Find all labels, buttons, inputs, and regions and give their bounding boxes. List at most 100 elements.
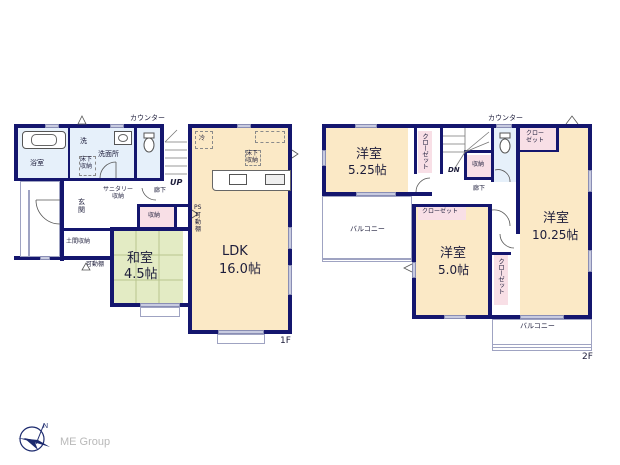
room-ldk <box>192 127 289 331</box>
balcony-left <box>322 196 412 260</box>
room-washitsu <box>113 230 183 305</box>
label-ps-shelf: 可動棚 <box>195 212 202 233</box>
label-dn: DN <box>448 166 460 174</box>
balcony-right-rail <box>492 344 592 348</box>
wall <box>440 124 443 174</box>
underfloor-storage-space <box>245 150 261 166</box>
window <box>45 124 59 128</box>
label-entrance: 玄関 <box>78 198 85 215</box>
stairs-icon <box>443 128 491 169</box>
label-underfloor-storage: 床下収納 <box>80 156 93 170</box>
closet-v1 <box>418 131 432 173</box>
label-sanitary-storage: サニタリー収納 <box>103 186 134 200</box>
wall <box>556 124 559 152</box>
bay-window <box>217 334 265 344</box>
balcony-left-rail <box>322 258 412 262</box>
wall <box>14 124 164 128</box>
label-ldk-size: 16.0帖 <box>219 262 261 277</box>
window <box>322 150 326 166</box>
wall <box>412 204 416 318</box>
label-ldk-name: LDK <box>222 244 248 259</box>
north-compass-icon: N <box>10 414 50 452</box>
bay-window <box>140 307 180 317</box>
label-room1-name: 洋室 <box>356 147 383 162</box>
label-washroom: 洗面所 <box>98 150 119 158</box>
balcony-right <box>492 319 592 351</box>
wall <box>412 204 492 207</box>
window <box>444 315 466 319</box>
label-fridge: 冷 <box>199 135 206 142</box>
wall <box>412 315 592 319</box>
window <box>520 315 564 319</box>
wall <box>488 204 492 318</box>
closet-v2 <box>494 255 508 305</box>
label-hall-2f: 廊下 <box>473 185 486 192</box>
wall <box>464 150 467 180</box>
window <box>356 192 396 196</box>
tatami-lines <box>113 230 183 305</box>
label-bath: 浴室 <box>30 159 44 167</box>
room-western-2 <box>416 207 490 315</box>
wall <box>60 181 64 261</box>
label-room2-name: 洋室 <box>440 246 467 261</box>
bathtub-icon <box>22 131 66 149</box>
window <box>496 124 512 128</box>
counter-label-2f: カウンター <box>488 114 523 122</box>
room-storage-2f <box>467 155 491 179</box>
label-room2-size: 5.0帖 <box>438 263 470 277</box>
floor-label-1f: 1F <box>280 336 291 346</box>
label-earth-storage: 土間収納 <box>66 238 91 245</box>
porch-inner <box>28 190 30 256</box>
wall <box>60 228 110 231</box>
wall <box>516 124 520 234</box>
wall <box>464 177 494 180</box>
label-washitsu-size: 4.5帖 <box>124 267 158 282</box>
kitchen-sink-icon <box>229 174 247 185</box>
stairs-icon <box>164 129 187 182</box>
wall <box>14 256 114 260</box>
fridge-space <box>195 131 213 149</box>
logo-text: ME Group <box>60 436 111 448</box>
wall <box>491 252 511 255</box>
label-room3-name: 洋室 <box>543 211 570 226</box>
window <box>237 124 251 128</box>
label-underfloor-storage-2: 床下収納 <box>246 150 259 164</box>
wall <box>14 124 18 181</box>
toilet-icon <box>143 132 155 153</box>
window <box>412 262 416 278</box>
underfloor-storage-space <box>79 156 96 176</box>
window <box>288 227 292 249</box>
window <box>588 170 592 192</box>
label-balcony-right: バルコニー <box>520 322 555 330</box>
label-closet-top: クローゼット <box>526 130 545 144</box>
window <box>40 256 50 260</box>
label-storage-2f: 収納 <box>472 161 485 168</box>
label-wash: 洗 <box>80 137 87 145</box>
wall <box>491 124 494 182</box>
wall <box>160 124 164 181</box>
wall <box>110 227 192 231</box>
window <box>355 124 377 128</box>
closet-top-inner <box>520 127 558 151</box>
room-storage-1f <box>140 207 174 227</box>
floor-label-2f: 2F <box>582 352 593 362</box>
window <box>140 303 180 307</box>
toilet-icon <box>499 132 511 155</box>
label-balcony-left: バルコニー <box>350 225 385 233</box>
label-up: UP <box>170 178 183 187</box>
label-hall-1f: 廊下 <box>154 187 167 194</box>
label-washitsu-name: 和室 <box>127 251 154 266</box>
wall <box>110 228 114 306</box>
label-room3-size: 10.25帖 <box>532 228 579 242</box>
wall <box>464 150 494 153</box>
wall <box>137 204 192 207</box>
label-closet-h: クローゼット <box>422 208 459 215</box>
wall <box>137 204 140 230</box>
label-movable-shelf: 可動棚 <box>86 261 105 268</box>
label-ps: PS <box>194 204 202 211</box>
window <box>288 265 292 295</box>
label-closet-v1: クローゼット <box>420 133 429 169</box>
window <box>588 250 592 272</box>
room-western-1 <box>326 127 408 192</box>
